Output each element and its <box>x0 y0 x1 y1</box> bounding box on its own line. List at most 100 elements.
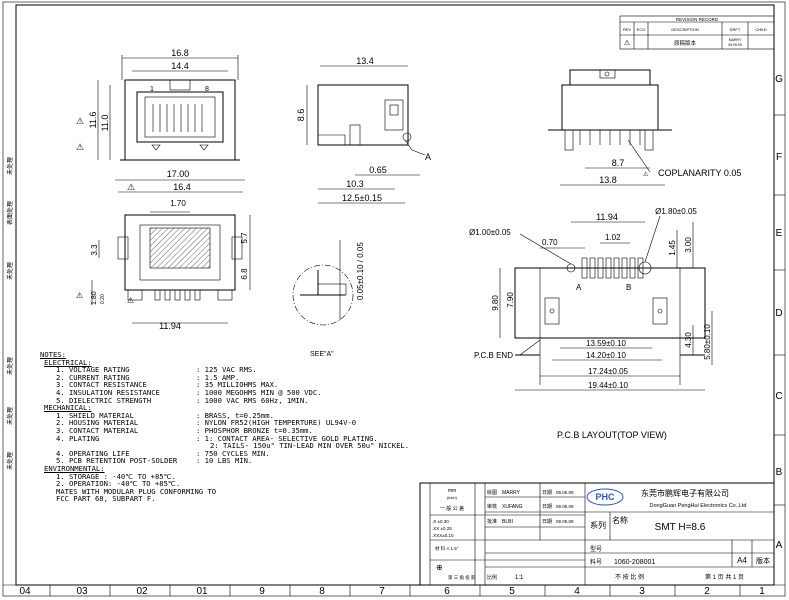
side-label-6: 未处理 <box>6 452 14 470</box>
notes-line-value: : PHOSPHOR BRONZE t=0.35mm. <box>196 425 313 435</box>
notes-line-term: 4. PLATING <box>56 433 100 443</box>
notes-heading: ELECTRICAL: <box>44 357 92 367</box>
pcb-dim-1-80: Ø1.80±0.05 <box>655 207 697 216</box>
front-pin1: 1 <box>150 86 154 93</box>
notes-line-term: 3. CONTACT RESISTANCE <box>56 380 147 390</box>
side-label-2: 表面处理 <box>6 201 14 225</box>
grid-1: 1 <box>759 586 765 597</box>
front-view: 1 8 16.8 14.4 11.6 11.0 ⚠ ⚠ 17.00 16.4 ⚠ <box>76 48 245 193</box>
tb-size: A4 <box>737 556 747 565</box>
pcb-dim-11-94: 11.94 <box>596 212 618 222</box>
dim-1-80: 1.80 <box>91 291 98 305</box>
tb-unit-sub: (inch) <box>447 495 458 500</box>
pcb-dim-19-44: 19.44±0.10 <box>588 381 629 390</box>
notes-line-term: 2. HOUSING MATERIAL <box>56 418 139 428</box>
bottom-grid: 04 03 02 01 9 8 7 6 5 4 3 2 1 <box>3 584 785 597</box>
notes-line-term: 2. CURRENT RATING <box>56 372 130 382</box>
tb-date1: 09.05.09 <box>556 490 574 495</box>
grid-03: 03 <box>76 586 88 597</box>
dim-17-00: 17.00 <box>167 169 190 179</box>
tb-name-val: SMT H=8.6 <box>655 522 706 533</box>
revision-record: REVISION RECORD REV ECO DESCRIPTION DRFT… <box>619 15 775 50</box>
pcb-end: P.C.B END <box>474 351 513 360</box>
warn-front-2: ⚠ <box>76 142 84 152</box>
tb-scale-lbl: 比例 <box>487 574 497 581</box>
dim-16-8: 16.8 <box>171 48 189 58</box>
tb-material: 材 料 A 1.5° <box>435 545 459 552</box>
dim-0-65: 0.65 <box>369 165 387 175</box>
pcb-dim-5-80: 5.80±0.10 <box>703 324 712 360</box>
tb-tol2: .XX ±0.25 <box>432 526 452 531</box>
side-label-3: 未处理 <box>6 262 14 280</box>
tb-proj: 第 三 角 投 影 <box>448 574 476 581</box>
notes-line: 2. CURRENT RATING : 1.5 AMP. <box>40 372 440 382</box>
pcb-dim-1-02: 1.02 <box>605 233 621 242</box>
notes-line-term: 5. DIELECTRIC STRENGTH <box>56 395 152 405</box>
dim-6-8: 6.8 <box>240 268 249 280</box>
grid-4: 4 <box>574 586 580 597</box>
side-label-5: 未处理 <box>6 407 14 425</box>
notes-line-term: FCC PART 68, SUBPART F. <box>56 494 156 504</box>
notes-line: 4. OPERATING LIFE: 750 CYCLES MIN. <box>40 448 440 458</box>
grid-9: 9 <box>259 586 265 597</box>
notes-line-value: : 1000 VAC RMS 60Hz, 1MIN. <box>196 395 309 405</box>
tb-app-lbl: 批准 <box>487 518 497 525</box>
rev-drft-top: MARRY <box>729 38 742 42</box>
notes-line-value: 2: TAILS- 150u" TIN-LEAD MIN OVER 50u" N… <box>210 441 410 451</box>
notes-line-value: : NYLON FR52(HIGH TEMPERTURE) UL94V-0 <box>196 418 357 428</box>
notes-line-value: : 10 LBS MIN. <box>196 456 253 466</box>
rev-h-rev: REV <box>623 27 632 32</box>
rev-h-drft: DRFT <box>730 27 741 32</box>
warn-front-1: ⚠ <box>76 116 84 126</box>
notes-block: NOTES: ELECTRICAL:1. VOLTAGE RATING: 125… <box>40 351 440 503</box>
notes-line-term: 2. OPERATION: -40℃ TO +85℃. <box>56 479 181 489</box>
notes-title: NOTES: <box>40 350 66 359</box>
pcb-dim-1-00: Ø1.00±0.05 <box>469 228 511 237</box>
notes-lines: ELECTRICAL:1. VOLTAGE RATING: 125 VAC RM… <box>40 357 440 504</box>
notes-line-term: 1. SHIELD MATERIAL <box>56 410 134 420</box>
notes-line: 5. PCB RETENTION POST-SOLDER: 10 LBS MIN… <box>40 457 440 465</box>
tb-tol3: .XXX±0.10 <box>432 533 454 538</box>
pcb-pin-b: B <box>626 283 631 292</box>
dim-1-70: 1.70 <box>170 199 186 208</box>
tb-date3: 09.05.09 <box>556 519 574 524</box>
dim-0-05: 0.05±0.10 / 0.05 <box>356 242 365 300</box>
logo-text: PHC <box>595 492 615 502</box>
dim-11-6: 11.6 <box>88 112 98 129</box>
rev-h-chkd: CHKD <box>755 27 766 32</box>
pcb-dim-14-20: 14.20±0.10 <box>586 351 627 360</box>
grid-c: C <box>775 391 782 402</box>
grid-f: F <box>776 152 782 163</box>
rev-desc: 原稿版本 <box>674 39 697 47</box>
notes-line-value: : BRASS, t=0.25mm. <box>196 410 274 420</box>
notes-line-value: : 1.5 AMP. <box>196 372 240 382</box>
dim-12-5: 12.5±0.15 <box>342 193 382 203</box>
notes-line-term: 3. CONTACT MATERIAL <box>56 425 139 435</box>
grid-3: 3 <box>639 586 645 597</box>
right-view: 8.7 13.8 ⚠ COPLANARITY 0.05 <box>548 69 741 186</box>
notes-line-term: 4. OPERATING LIFE <box>56 448 130 458</box>
notes-line: 3. CONTACT RESISTANCE: 35 MILLIOHMS MAX. <box>40 381 440 389</box>
notes-line: MATES WITH MODULAR PLUG CONFORMING TO <box>40 488 440 496</box>
notes-heading: ENVIRONMENTAL: <box>44 463 105 473</box>
notes-heading: MECHANICAL: <box>44 403 92 413</box>
grid-01: 01 <box>196 586 208 597</box>
notes-line: 2. HOUSING MATERIAL : NYLON FR52(HIGH TEM… <box>40 419 440 427</box>
pcb-dim-0-70: 0.70 <box>542 238 558 247</box>
tb-date-lbl-3: 日期 <box>542 519 552 525</box>
notes-line: 2: TAILS- 150u" TIN-LEAD MIN OVER 50u" N… <box>40 442 440 450</box>
dim-13-8: 13.8 <box>599 175 617 185</box>
tb-date-lbl-2: 日期 <box>542 504 552 510</box>
grid-a: A <box>776 540 783 551</box>
side-label-4: 未处理 <box>6 357 14 375</box>
notes-line-term: 1. VOLTAGE RATING <box>56 365 130 375</box>
dim-8-6: 8.6 <box>296 109 306 122</box>
tb-ver-lbl: 版本 <box>756 556 770 565</box>
dim-13-4: 13.4 <box>356 56 374 66</box>
side-view: A 13.4 8.6 0.65 10.3 12.5±0.15 <box>296 56 431 204</box>
warn-coplanarity: ⚠ <box>643 171 649 178</box>
tb-chk-lbl: 审核 <box>487 503 497 510</box>
tb-part-lbl: 料号 <box>590 558 602 566</box>
